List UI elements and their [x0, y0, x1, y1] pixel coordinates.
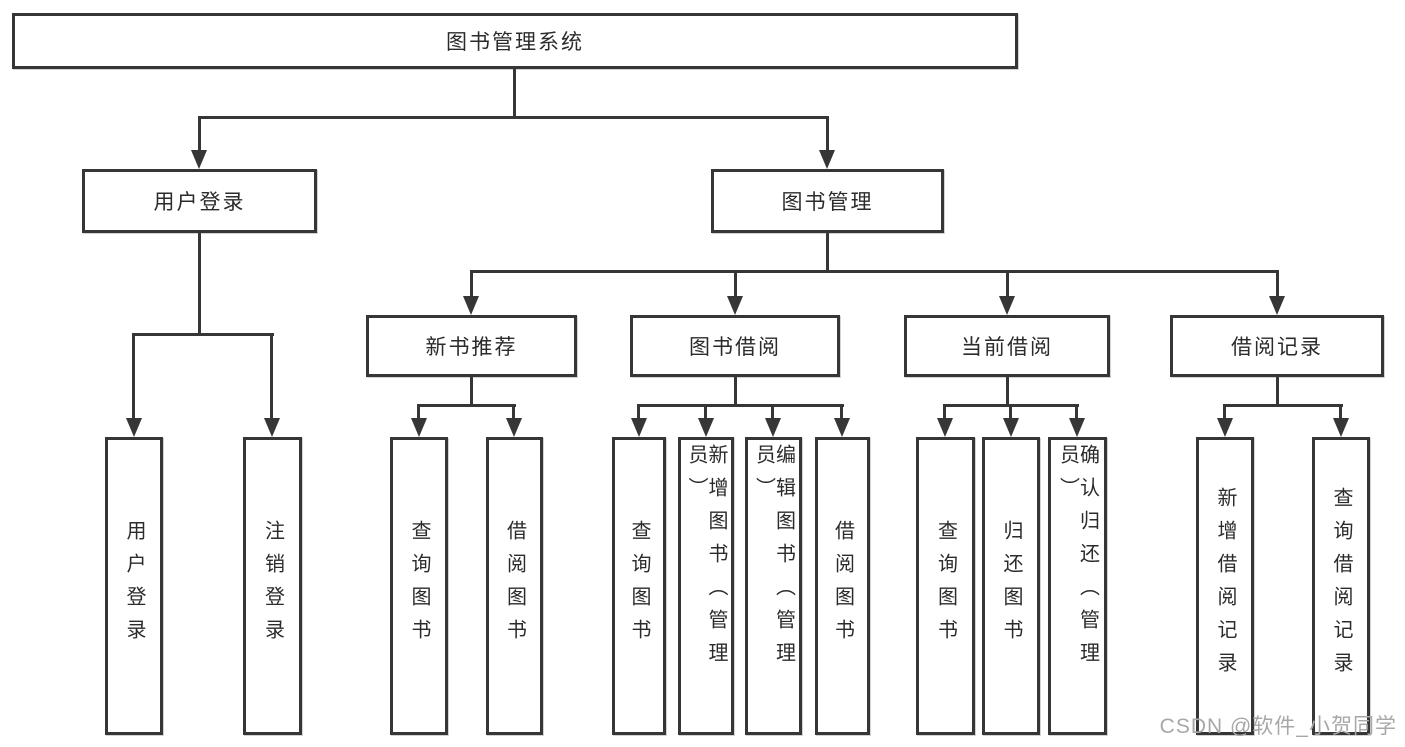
connector-drop-user-login [198, 116, 201, 154]
arrowhead-icon [1217, 418, 1233, 437]
arrowhead-icon [999, 296, 1015, 315]
connector-leaf-drop [943, 404, 946, 421]
connector-leaf-drop [840, 404, 843, 421]
node-new-book-recommend: 新书推荐 [366, 315, 577, 377]
arrowhead-icon [463, 296, 479, 315]
node-user-login: 用户登录 [82, 169, 317, 233]
connector-leaf-drop [1009, 404, 1012, 421]
arrowhead-icon [698, 418, 714, 437]
connector-leaf-drop [771, 404, 774, 421]
arrowhead-icon [727, 296, 743, 315]
leaf-borrow-books: 借阅图书 [815, 437, 870, 735]
arrowhead-icon [1069, 418, 1085, 437]
connector-group2-bar [637, 404, 844, 407]
connector-leaf-drop [512, 404, 515, 421]
connector-drop-group-3 [1006, 270, 1009, 299]
connector-book-bar [470, 270, 1279, 273]
connector-group4-stem [1276, 377, 1279, 407]
connector-group1-stem [470, 377, 473, 407]
connector-group3-stem [1006, 377, 1009, 407]
connector-root-stem [513, 68, 516, 118]
connector-leaf-drop [1075, 404, 1078, 421]
arrowhead-icon [819, 150, 835, 169]
connector-drop-user-leaf-1 [132, 333, 135, 421]
connector-leaf-drop [1223, 404, 1226, 421]
leaf-return-books: 归还图书 [982, 437, 1040, 735]
connector-group2-stem [734, 377, 737, 407]
leaf-user-login: 用户登录 [105, 437, 163, 735]
arrowhead-icon [126, 418, 142, 437]
leaf-query-borrow-record: 查询借阅记录 [1312, 437, 1370, 735]
node-current-borrow: 当前借阅 [904, 315, 1110, 377]
connector-drop-group-2 [734, 270, 737, 299]
connector-drop-book-mgmt [826, 116, 829, 154]
connector-leaf-drop [417, 404, 420, 421]
arrowhead-icon [1003, 418, 1019, 437]
node-book-borrow: 图书借阅 [630, 315, 840, 377]
leaf-query-books: 查询图书 [612, 437, 666, 735]
arrowhead-icon [506, 418, 522, 437]
arrowhead-icon [191, 150, 207, 169]
connector-leaf-drop [704, 404, 707, 421]
leaf-query-books: 查询图书 [916, 437, 975, 735]
arrowhead-icon [411, 418, 427, 437]
connector-leaf-drop [1339, 404, 1342, 421]
leaf-borrow-books: 借阅图书 [486, 437, 543, 735]
arrowhead-icon [937, 418, 953, 437]
connector-leaf-drop [637, 404, 640, 421]
connector-user-bar [132, 333, 274, 336]
connector-user-stem [198, 232, 201, 335]
connector-level1-bar [198, 116, 829, 119]
connector-group1-bar [417, 404, 516, 407]
watermark: CSDN @软件_小贺同学 [1159, 715, 1397, 738]
leaf-confirm-return-admin: 确认归还（管理员） [1048, 437, 1107, 735]
arrowhead-icon [264, 418, 280, 437]
leaf-edit-books-admin: 编辑图书（管理员） [745, 437, 802, 735]
node-borrow-records: 借阅记录 [1170, 315, 1384, 377]
node-book-management: 图书管理 [711, 169, 944, 233]
leaf-query-books: 查询图书 [390, 437, 448, 735]
connector-drop-user-leaf-2 [270, 333, 273, 421]
connector-drop-group-4 [1276, 270, 1279, 299]
arrowhead-icon [765, 418, 781, 437]
connector-group4-bar [1223, 404, 1343, 407]
leaf-add-borrow-record: 新增借阅记录 [1196, 437, 1254, 735]
leaf-add-books-admin: 新增图书（管理员） [678, 437, 734, 735]
arrowhead-icon [631, 418, 647, 437]
leaf-logout: 注销登录 [243, 437, 302, 735]
connector-drop-group-1 [470, 270, 473, 299]
arrowhead-icon [1269, 296, 1285, 315]
connector-book-stem [826, 232, 829, 273]
arrowhead-icon [1333, 418, 1349, 437]
arrowhead-icon [834, 418, 850, 437]
node-root: 图书管理系统 [12, 13, 1018, 69]
